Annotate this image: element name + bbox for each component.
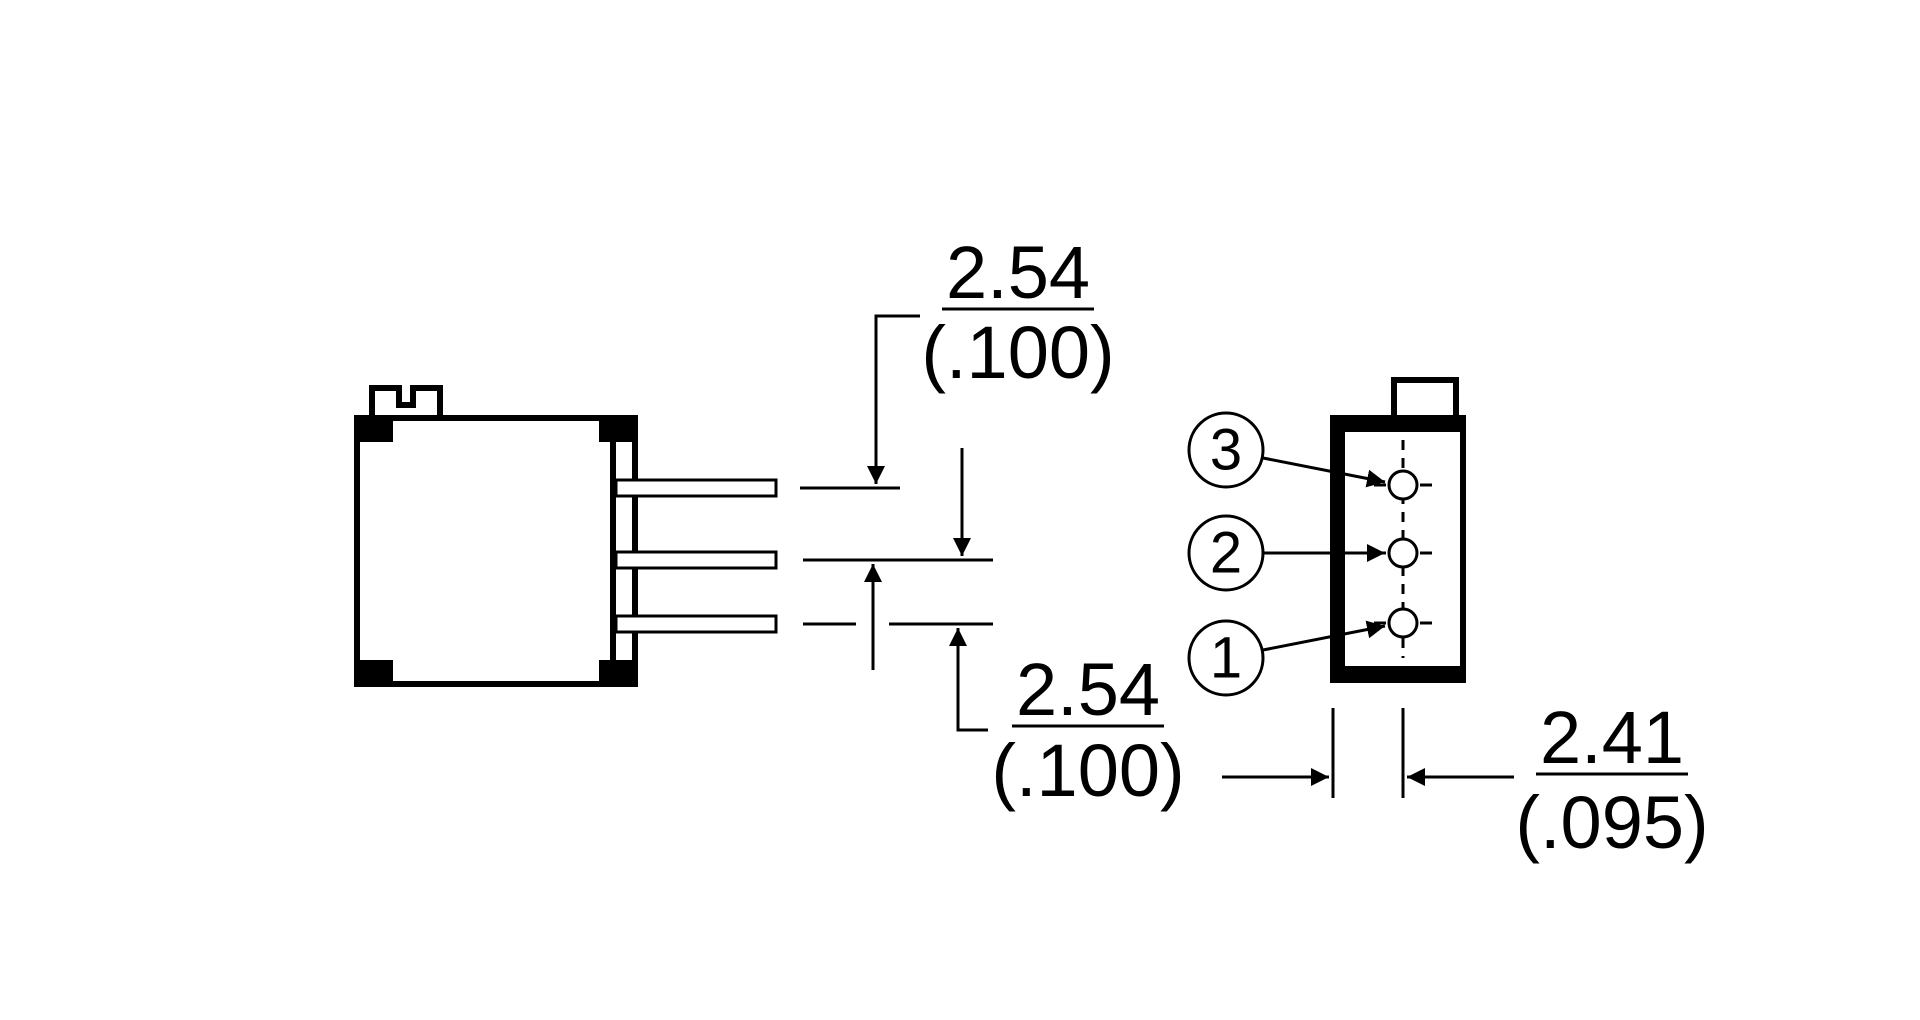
pin-callout-3-leader [1262, 456, 1386, 488]
pin-callout-1-leader [1262, 620, 1386, 652]
corner-block-top-left [357, 418, 393, 442]
pitch-bottom-inch: (.100) [991, 729, 1184, 812]
pin-callout-3-label: 3 [1210, 418, 1242, 483]
pin-callout-3-circle [1187, 411, 1265, 489]
pin-hole-3 [1374, 469, 1432, 501]
pitch-top-mm: 2.54 [946, 231, 1090, 314]
corner-block-bottom-left [357, 660, 393, 684]
pin-callout-1: 1 [1187, 619, 1386, 697]
pin-callout-2: 2 [1187, 514, 1385, 592]
corner-block-top-right [599, 418, 635, 442]
end-view-body [1330, 377, 1466, 683]
pitch-bottom-leader [949, 628, 988, 732]
offset-inch: (.095) [1515, 781, 1708, 864]
pitch-dimension-lines [800, 314, 993, 732]
end-view-knob [1391, 377, 1459, 421]
side-pin-middle [614, 550, 778, 570]
pin-hole-1 [1374, 607, 1432, 639]
pitch-bottom-mm: 2.54 [1016, 648, 1160, 731]
end-view-left-wall [1333, 418, 1345, 680]
pin-callout-1-label: 1 [1210, 626, 1242, 691]
body-outline [354, 415, 638, 687]
end-view-top-bar [1333, 418, 1463, 432]
adjust-screw-slot [369, 385, 443, 418]
pin-callout-3: 3 [1187, 411, 1386, 489]
pin-hole-2 [1374, 537, 1432, 569]
pitch-top-leader [867, 314, 920, 484]
end-view-bottom-bar [1333, 666, 1463, 680]
side-view-body [354, 385, 638, 687]
dimension-label-pitch-top: 2.54 (.100) [921, 231, 1114, 394]
offset-dimension-lines [1222, 708, 1514, 798]
side-pin-top [614, 478, 778, 498]
dimension-label-pitch-bottom: 2.54 (.100) [991, 648, 1184, 812]
dimension-label-offset: 2.41 (.095) [1515, 696, 1708, 864]
pin-callout-1-circle [1187, 619, 1265, 697]
pitch-top-inch: (.100) [921, 311, 1114, 394]
pin-callout-2-label: 2 [1210, 521, 1242, 586]
offset-mm: 2.41 [1540, 696, 1684, 779]
side-view-pins [614, 478, 778, 634]
side-pin-bottom [614, 614, 778, 634]
corner-block-bottom-right [599, 660, 635, 684]
